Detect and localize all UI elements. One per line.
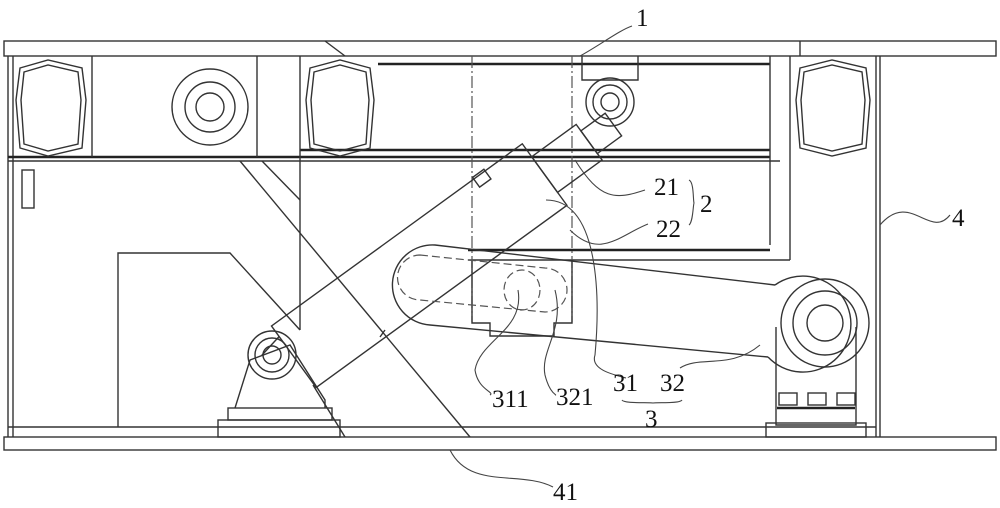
roller-left (171, 68, 249, 146)
label-cylinder-group: 2 (700, 191, 713, 218)
label-slot: 311 (492, 386, 529, 413)
label-arm-first: 31 (613, 370, 638, 397)
label-piston-rod: 22 (656, 216, 681, 243)
swing-arm (391, 244, 870, 438)
spring-block-left (15, 59, 87, 157)
frame (7, 56, 881, 438)
guide-block (471, 56, 573, 337)
label-arm-group: 3 (645, 406, 658, 433)
hydraulic-cylinder (261, 112, 623, 389)
spring-block-middle (305, 59, 375, 157)
label-bottom-plate: 41 (553, 479, 578, 506)
label-arm-second: 32 (660, 370, 685, 397)
label-pin: 321 (556, 384, 594, 411)
leader-lines (449, 25, 951, 488)
label-cylinder-body: 21 (654, 174, 679, 201)
top-pivot (581, 56, 639, 127)
bottom-pivot (217, 330, 341, 438)
bottom-plate (3, 436, 997, 451)
spring-block-right (795, 59, 871, 157)
top-plate (3, 40, 997, 57)
label-top-plate: 1 (636, 5, 649, 32)
label-frame: 4 (952, 205, 965, 232)
